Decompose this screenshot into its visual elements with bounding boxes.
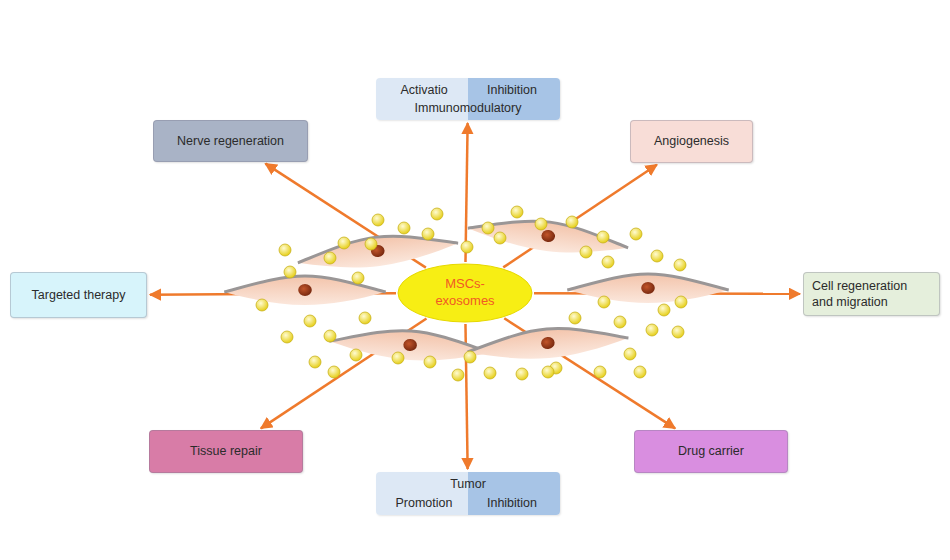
exosome-dot <box>494 232 506 244</box>
exosome-dot <box>324 252 336 264</box>
exosome-dot <box>328 366 340 378</box>
exosome-dot <box>464 351 476 363</box>
exosome-dot <box>535 218 547 230</box>
exosome-dot <box>580 246 592 258</box>
exosome-dot <box>646 324 658 336</box>
exosome-dot <box>284 266 296 278</box>
exosome-dots <box>256 206 687 381</box>
exosome-dot <box>372 214 384 226</box>
effect-box: Tissue repair <box>149 430 303 473</box>
box-label: Drug carrier <box>678 443 744 459</box>
exosome-dot <box>614 316 626 328</box>
exosome-dot <box>602 256 614 268</box>
exosome-dot <box>304 315 316 327</box>
center-label: MSCs- exosomes <box>429 276 501 310</box>
exosome-dot <box>516 368 528 380</box>
exosome-dot <box>634 366 646 378</box>
exosome-dot <box>352 272 364 284</box>
exosome-dot <box>674 259 686 271</box>
exosome-dot <box>511 206 523 218</box>
box-label: Cell regeneration and migration <box>812 278 931 311</box>
exosome-dot <box>651 250 663 262</box>
effect-arrow <box>503 165 657 268</box>
exosome-dot <box>624 348 636 360</box>
box-label: Activatio <box>380 82 468 98</box>
exosome-dot <box>658 304 670 316</box>
exosome-dot <box>256 299 268 311</box>
exosome-dot <box>452 369 464 381</box>
center-ellipse: MSCs- exosomes <box>397 263 533 323</box>
effect-box: Nerve regeneration <box>153 120 308 162</box>
exosome-dot <box>422 228 434 240</box>
exosome-dot <box>672 326 684 338</box>
exosome-dot <box>338 237 350 249</box>
split-effect-box: ActivatioInhibitionImmunomodulatory <box>376 78 560 120</box>
exosome-dot <box>392 352 404 364</box>
effect-box: Cell regeneration and migration <box>803 272 940 316</box>
exosome-dot <box>566 216 578 228</box>
box-label: Inhibition <box>468 495 556 511</box>
exosome-dot <box>630 228 642 240</box>
box-label: Inhibition <box>468 82 556 98</box>
box-label: Promotion <box>380 495 468 511</box>
exosome-dot <box>569 312 581 324</box>
split-effect-box: TumorPromotionInhibition <box>376 472 560 515</box>
msc-cells <box>224 212 729 365</box>
exosome-dot <box>424 356 436 368</box>
effect-box: Angiogenesis <box>630 120 753 163</box>
exosome-dot <box>597 231 609 243</box>
effect-box: Drug carrier <box>634 430 788 473</box>
box-label: Tissue repair <box>190 443 262 459</box>
exosome-dot <box>484 367 496 379</box>
exosome-dot <box>461 241 473 253</box>
exosome-dot <box>482 222 494 234</box>
exosome-dot <box>542 366 554 378</box>
box-label: Angiogenesis <box>654 133 729 149</box>
box-label: Tumor <box>380 476 556 492</box>
exosome-dot <box>279 244 291 256</box>
ellipse-fill <box>398 264 532 322</box>
exosome-dot <box>324 330 336 342</box>
box-label: Immunomodulatory <box>380 100 556 116</box>
exosome-dot <box>309 356 321 368</box>
exosome-dot <box>675 296 687 308</box>
box-label: Nerve regeneration <box>177 133 284 149</box>
exosome-dot <box>594 366 606 378</box>
exosome-dot <box>350 349 362 361</box>
exosome-dot <box>398 222 410 234</box>
exosome-dot <box>281 331 293 343</box>
box-label: Targeted therapy <box>32 287 126 303</box>
exosome-dot <box>431 208 443 220</box>
exosome-dot <box>359 312 371 324</box>
exosome-dot <box>365 238 377 250</box>
effect-box: Targeted therapy <box>10 272 147 318</box>
exosome-dot <box>598 296 610 308</box>
